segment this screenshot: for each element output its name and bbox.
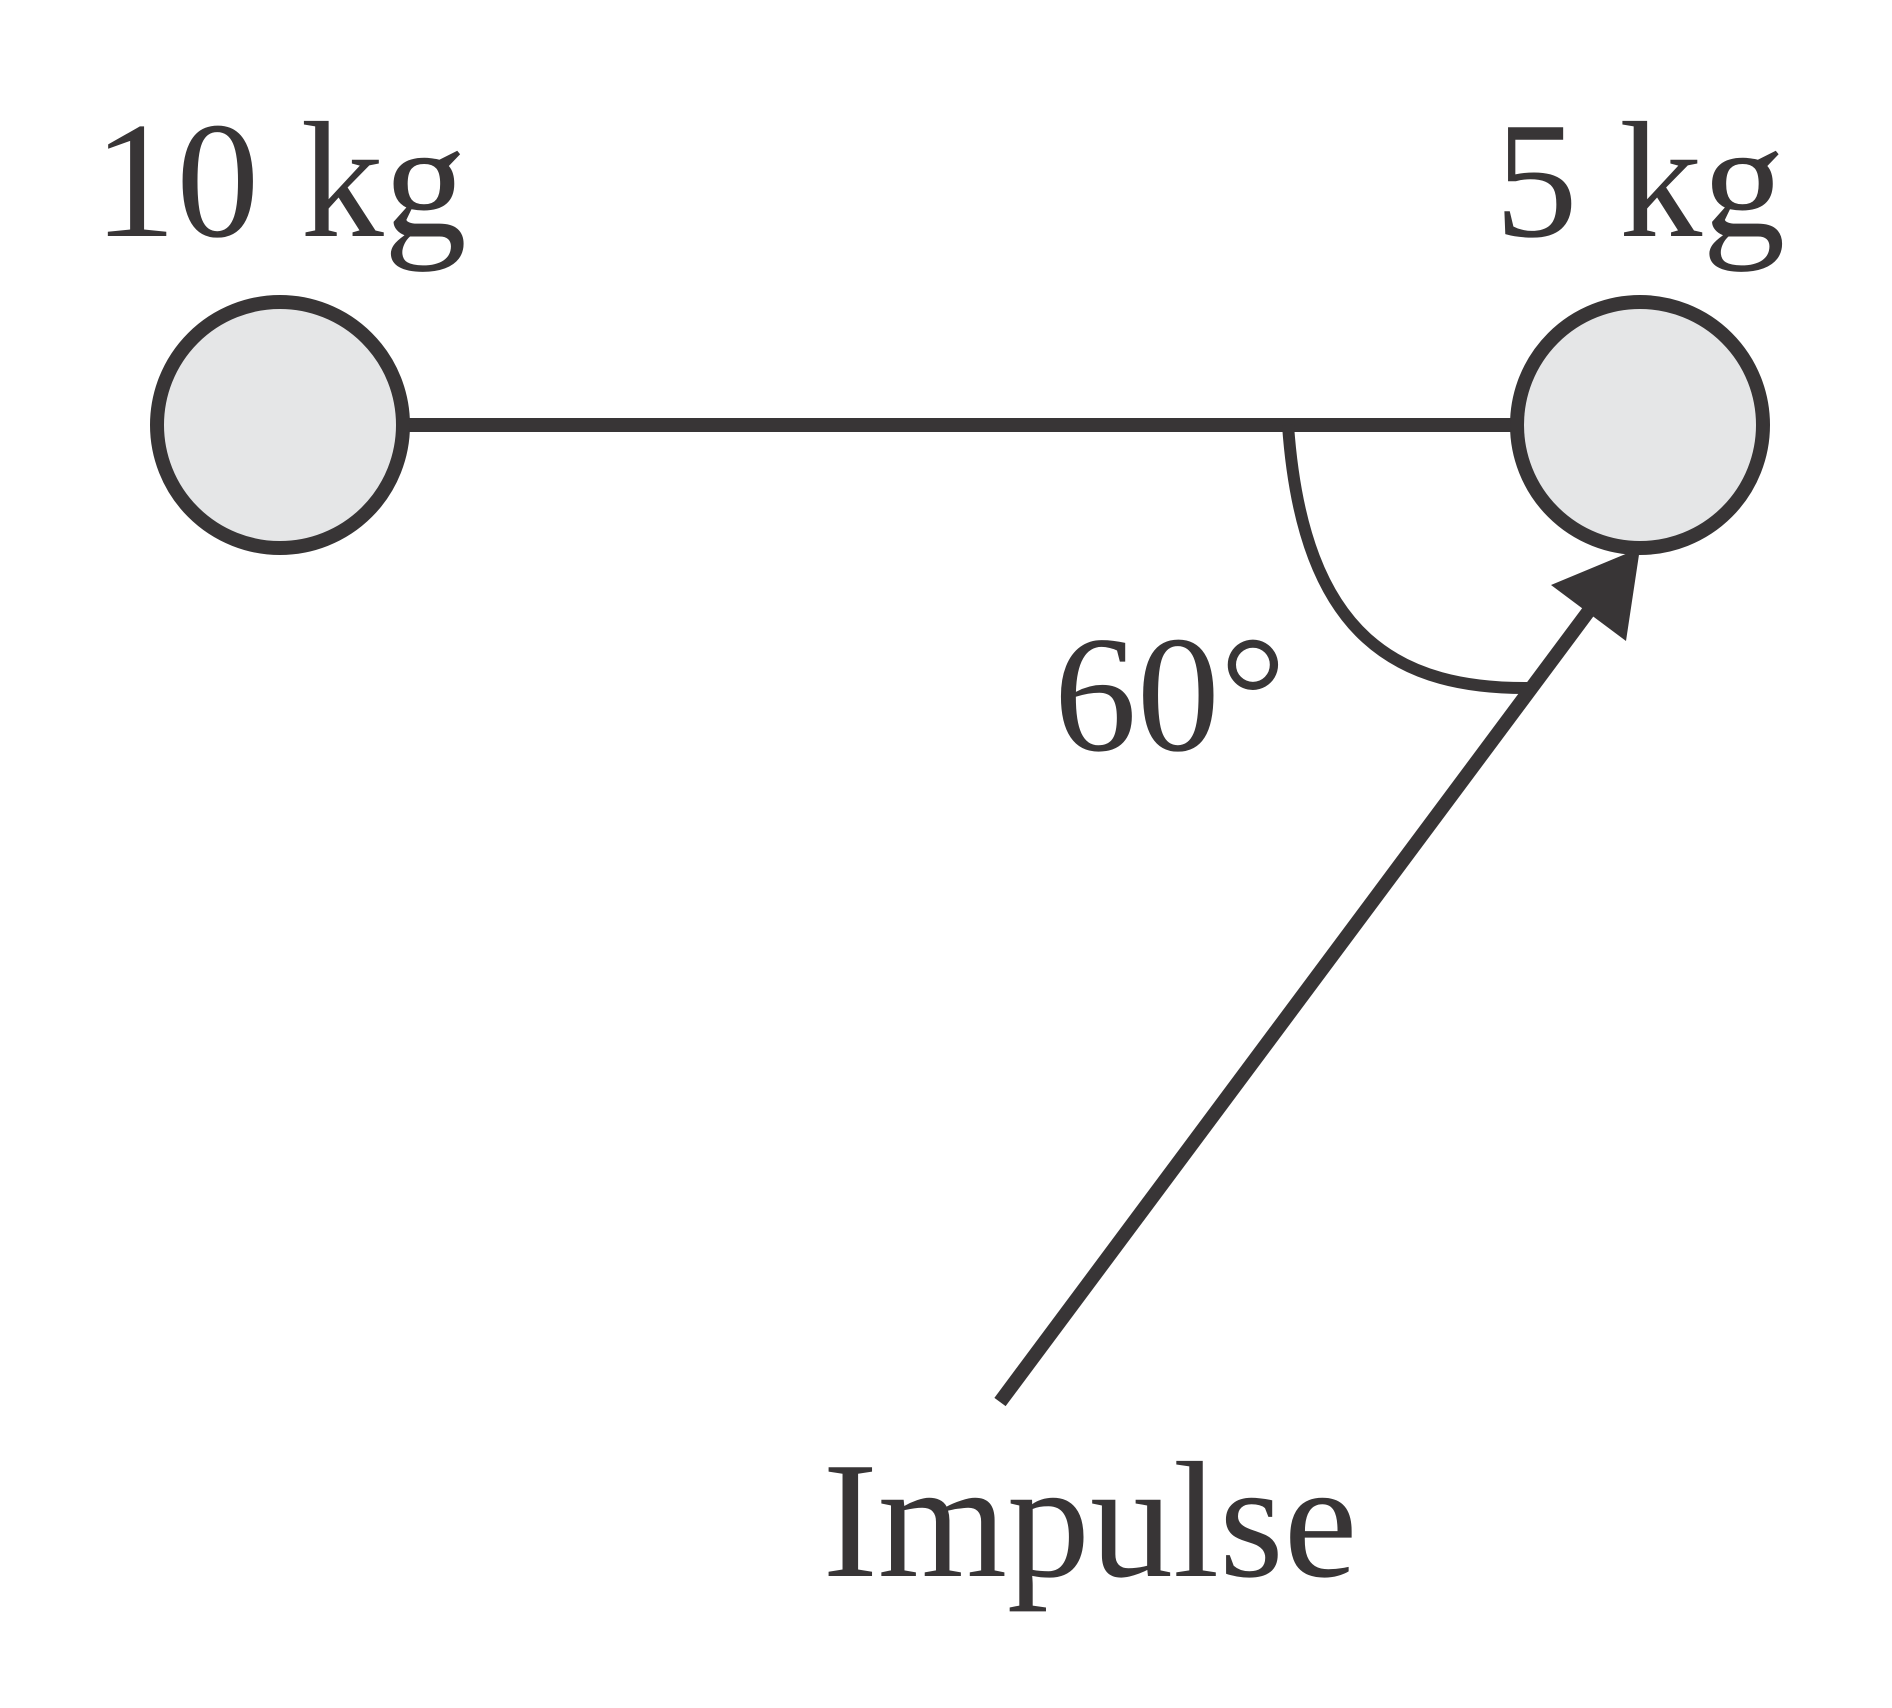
impulse-label: Impulse xyxy=(823,1428,1358,1612)
mass-left-ball xyxy=(150,295,410,555)
impulse-arrowhead xyxy=(1551,548,1640,641)
mass-right-ball xyxy=(1510,295,1770,555)
mass-left-label: 10 kg xyxy=(93,88,467,272)
mass-right-label: 5 kg xyxy=(1495,88,1786,272)
impulse-arrow-shaft xyxy=(994,607,1594,1407)
angle-arc xyxy=(1282,424,1534,695)
angle-label: 60° xyxy=(1054,602,1286,786)
